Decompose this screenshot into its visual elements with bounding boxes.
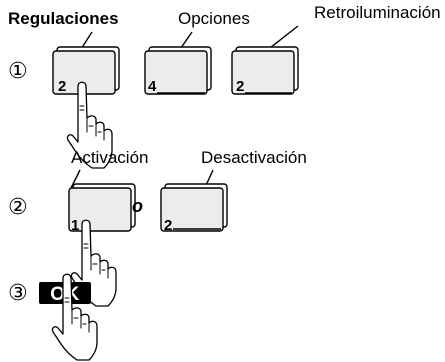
key-number-regulaciones: 2 bbox=[58, 78, 66, 95]
key-activacion[interactable] bbox=[68, 183, 136, 232]
key-number-opciones: 4 bbox=[148, 78, 157, 95]
key-desactivacion[interactable] bbox=[160, 183, 228, 232]
step-1-marker: ① bbox=[8, 59, 28, 84]
opciones-label: Opciones bbox=[178, 9, 250, 28]
retroiluminacion-label: Retroiluminación bbox=[314, 3, 441, 22]
regulaciones-label: Regulaciones bbox=[8, 9, 119, 28]
key-retroiluminacion[interactable] bbox=[231, 46, 299, 95]
desactivacion-label: Desactivación bbox=[201, 148, 307, 167]
activacion-label: Activación bbox=[71, 148, 148, 167]
key-number-desactivacion: 2 bbox=[164, 217, 172, 234]
or-connector: o bbox=[132, 196, 143, 216]
key-opciones[interactable] bbox=[144, 46, 212, 95]
activacion-leader-line bbox=[69, 169, 81, 191]
step-2-marker: ② bbox=[8, 195, 28, 220]
step-3-marker: ③ bbox=[8, 281, 28, 306]
key-number-retroiluminacion: 2 bbox=[236, 78, 244, 95]
key-number-activacion: 1 bbox=[71, 217, 79, 234]
key-regulaciones[interactable] bbox=[52, 46, 120, 95]
